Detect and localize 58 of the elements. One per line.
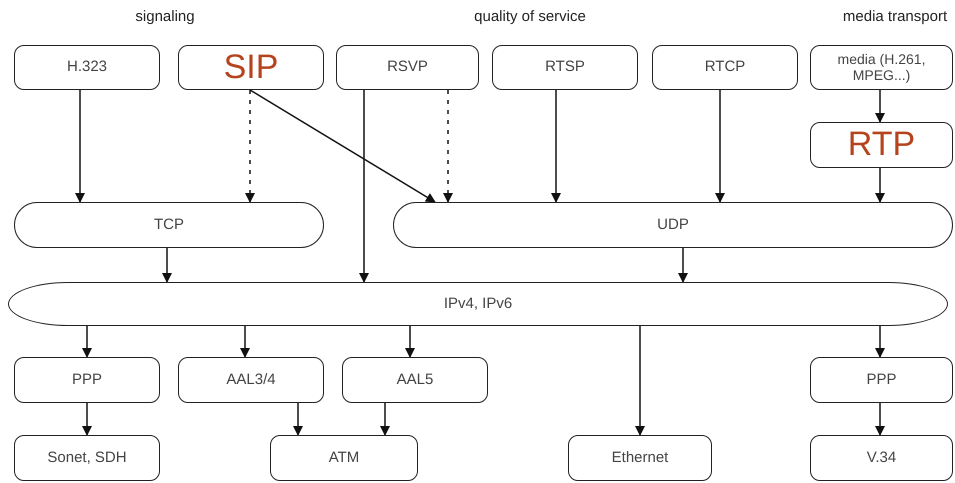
- protocol-box: [652, 45, 798, 90]
- protocol-box: [492, 45, 638, 90]
- protocol-name: PPP: [866, 372, 896, 388]
- protocol-box: [568, 435, 712, 481]
- arrow: [82, 403, 92, 436]
- arrow: [240, 326, 250, 358]
- protocol-name: media (H.261, MPEG...): [836, 52, 926, 83]
- protocol-box: [810, 122, 953, 168]
- protocol-name: AAL5: [396, 372, 434, 388]
- protocol-box: [810, 435, 953, 481]
- protocol-name: ATM: [328, 450, 360, 466]
- protocol-box: [810, 357, 953, 403]
- arrow: [635, 326, 645, 436]
- arrow: [875, 403, 885, 436]
- arrow: [245, 90, 255, 203]
- arrow: [715, 90, 725, 203]
- protocol-box: [178, 45, 324, 90]
- arrow: [405, 326, 415, 358]
- protocol-box: [393, 202, 953, 248]
- protocol-name: Sonet, SDH: [47, 450, 127, 466]
- protocol-name: TCP: [154, 216, 184, 234]
- protocol-box: [810, 45, 953, 90]
- arrow: [75, 90, 85, 203]
- protocol-name: SIP: [224, 48, 278, 86]
- protocol-box: [14, 45, 160, 90]
- protocol-name: RTSP: [545, 59, 585, 76]
- arrow: [250, 89, 436, 203]
- protocol-name: AAL3/4: [226, 372, 276, 388]
- arrow: [380, 403, 390, 436]
- protocol-box: [14, 202, 324, 248]
- protocol-name: RSVP: [387, 59, 428, 76]
- arrow: [678, 248, 688, 283]
- column-heading: quality of service: [474, 8, 586, 25]
- protocol-name: RTCP: [704, 59, 746, 76]
- protocol-box: [270, 435, 418, 481]
- protocol-box: [14, 435, 160, 481]
- arrow: [82, 326, 92, 358]
- protocol-box: [336, 45, 479, 90]
- protocol-name: PPP: [72, 372, 102, 388]
- arrow: [293, 403, 303, 436]
- arrow: [359, 90, 369, 283]
- protocol-box: [342, 357, 488, 403]
- protocol-name: H.323: [66, 59, 108, 76]
- protocol-name: V.34: [866, 450, 896, 466]
- protocol-box: [14, 357, 160, 403]
- protocol-name: RTP: [848, 126, 916, 164]
- arrow: [551, 90, 561, 203]
- arrow: [443, 90, 453, 203]
- protocol-box: [178, 357, 324, 403]
- arrow: [875, 326, 885, 358]
- arrow: [162, 248, 172, 283]
- arrow: [875, 90, 885, 123]
- arrow: [875, 168, 885, 203]
- protocol-name: UDP: [657, 216, 689, 234]
- column-heading: signaling: [135, 8, 195, 25]
- column-heading: media transport: [842, 8, 948, 25]
- protocol-name: Ethernet: [612, 450, 668, 466]
- protocol-name: IPv4, IPv6: [444, 296, 512, 312]
